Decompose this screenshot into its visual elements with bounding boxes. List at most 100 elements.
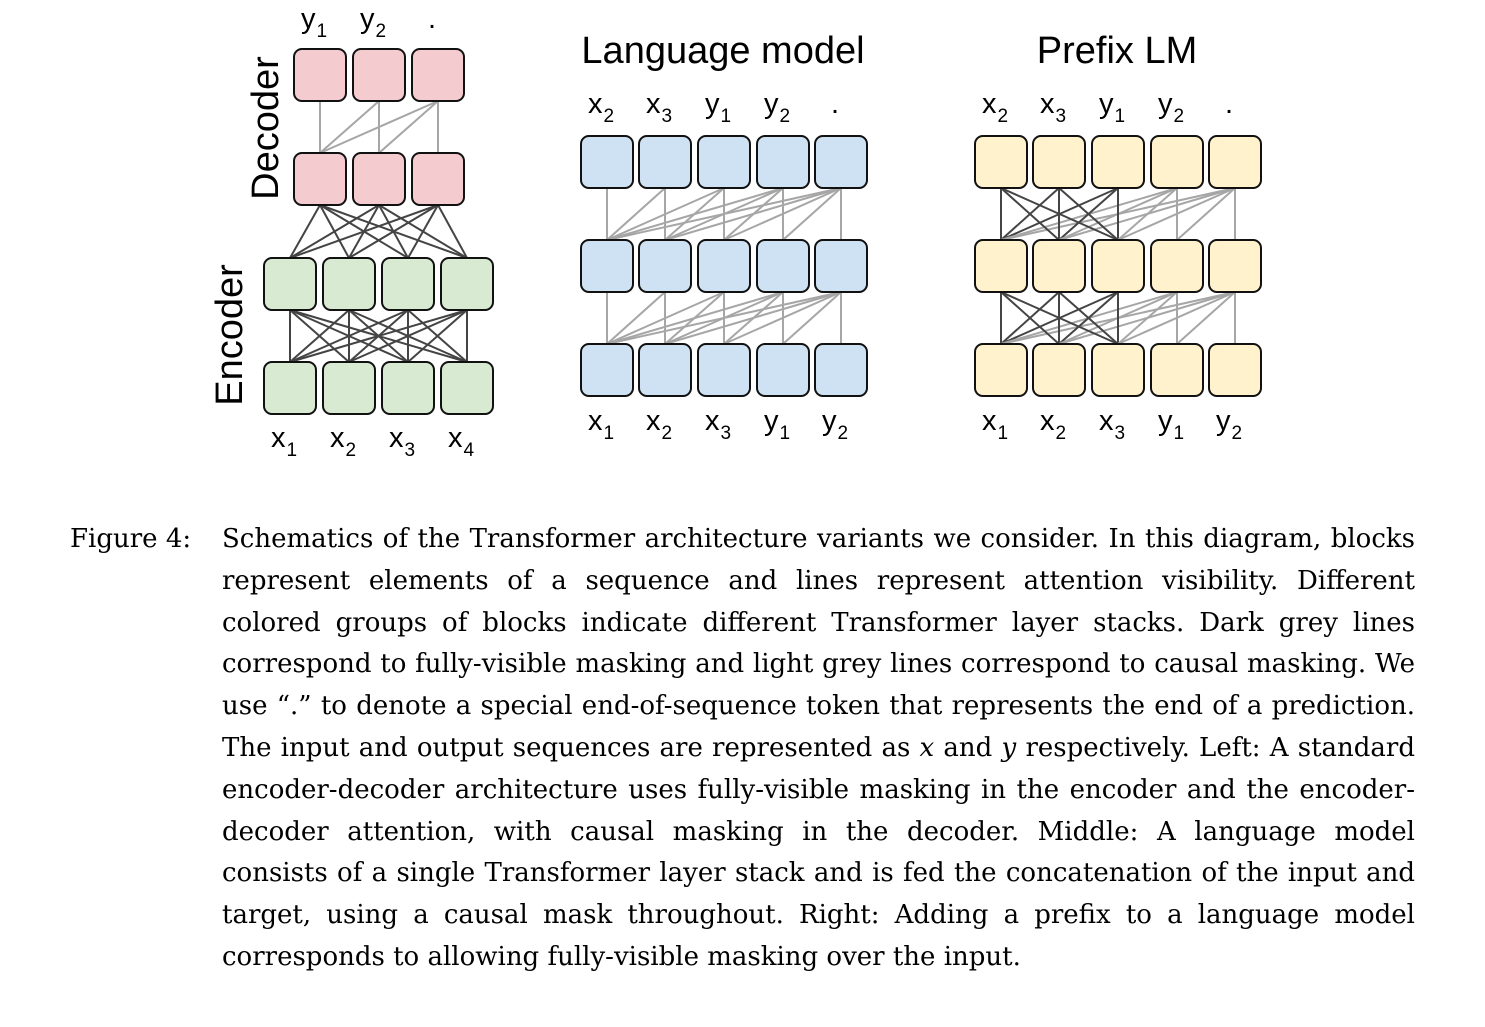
decoder-attention-line — [378, 100, 439, 154]
prefix-lm-output-token: . — [1225, 88, 1233, 120]
encoder-input-token: x3 — [389, 422, 415, 461]
language-model-input-token: x2 — [646, 405, 672, 444]
language-model-input-token: x1 — [588, 405, 614, 444]
prefix-attention-line — [1000, 291, 1060, 345]
causal-attention-line — [1176, 291, 1236, 345]
encoder-input-token: x4 — [448, 422, 475, 461]
prefix-lm-input-token: y2 — [1216, 405, 1242, 444]
causal-attention-line — [723, 291, 784, 345]
prefix-lm-block — [1150, 343, 1204, 397]
encoder-block — [440, 257, 494, 311]
encdec-attention-line — [437, 204, 468, 259]
language-model-title: Language model — [581, 30, 864, 72]
encoder-attention-line — [289, 309, 350, 363]
language-model-output-token: . — [831, 88, 839, 120]
causal-attention-line — [1117, 291, 1178, 345]
encdec-attention-line — [319, 204, 409, 259]
prefix-attention-line — [1000, 291, 1119, 345]
encoder-block — [381, 361, 435, 415]
causal-attention-line — [664, 291, 725, 345]
prefix-lm-block — [974, 343, 1028, 397]
encoder-attention-line — [348, 309, 468, 363]
decoder-block — [293, 152, 347, 206]
prefix-attention-line — [1058, 291, 1119, 345]
language-model-block — [814, 343, 868, 397]
causal-attention-line — [606, 187, 666, 241]
causal-attention-line — [606, 291, 666, 345]
caption-text: and — [934, 732, 1002, 763]
prefix-lm-output-token: y1 — [1099, 88, 1125, 127]
attention-lines — [289, 100, 1236, 363]
causal-attention-line — [1117, 187, 1178, 241]
encoder-attention-line — [289, 309, 468, 363]
language-model-input-token: y1 — [764, 405, 790, 444]
decoder-output-token: y2 — [360, 3, 386, 42]
language-model-block — [580, 343, 634, 397]
decoder-block — [352, 152, 406, 206]
prefix-lm-output-token: x3 — [1040, 88, 1066, 127]
prefix-lm-input-token: x1 — [982, 405, 1008, 444]
figure-caption: Figure 4: Schematics of the Transformer … — [70, 519, 1415, 979]
decoder-stack-label: Decoder — [245, 56, 287, 200]
decoder-block — [293, 48, 347, 102]
decoder-block — [352, 48, 406, 102]
encdec-attention-line — [319, 204, 468, 259]
decoder-output-token: . — [428, 3, 436, 35]
language-model-input-token: y2 — [822, 405, 848, 444]
prefix-lm-block — [1208, 239, 1262, 293]
language-model-block — [638, 343, 692, 397]
prefix-lm-input-token: y1 — [1158, 405, 1184, 444]
language-model-output-token: y1 — [705, 88, 731, 127]
encoder-block — [381, 257, 435, 311]
prefix-lm-block — [1208, 135, 1262, 189]
language-model-block — [756, 343, 810, 397]
decoder-attention-line — [319, 100, 380, 154]
language-model-block — [580, 135, 634, 189]
encoder-block — [322, 257, 376, 311]
prefix-lm-block — [1091, 135, 1145, 189]
encoder-input-token: x2 — [330, 422, 356, 461]
encdec-attention-line — [289, 204, 321, 259]
encdec-attention-line — [319, 204, 350, 259]
prefix-attention-line — [1000, 187, 1060, 241]
caption-label: Figure 4: — [70, 524, 192, 554]
encoder-attention-line — [407, 309, 468, 363]
caption-text: respectively. Left: A standard encoder-d… — [222, 732, 1415, 972]
language-model-output-token: x2 — [588, 88, 614, 127]
language-model-block — [580, 239, 634, 293]
encoder-block — [322, 361, 376, 415]
language-model-block — [697, 135, 751, 189]
prefix-lm-block — [974, 239, 1028, 293]
language-model-block — [814, 135, 868, 189]
causal-attention-line — [1176, 187, 1236, 241]
encoder-block — [263, 257, 317, 311]
language-model-block — [814, 239, 868, 293]
prefix-attention-line — [1058, 187, 1119, 241]
sequence-blocks — [263, 48, 1262, 415]
language-model-block — [638, 135, 692, 189]
prefix-lm-block — [1091, 239, 1145, 293]
caption-var-y: y — [1001, 732, 1017, 763]
prefix-lm-input-token: x2 — [1040, 405, 1066, 444]
encdec-attention-line — [378, 204, 468, 259]
language-model-output-token: x3 — [646, 88, 672, 127]
causal-attention-line — [664, 187, 725, 241]
prefix-attention-line — [1000, 187, 1119, 241]
prefix-lm-block — [1208, 343, 1262, 397]
encoder-attention-line — [289, 309, 409, 363]
encoder-stack-label: Encoder — [209, 264, 251, 406]
prefix-lm-output-token: x2 — [982, 88, 1008, 127]
encoder-block — [263, 361, 317, 415]
caption-body: Schematics of the Transformer architectu… — [222, 519, 1415, 979]
language-model-output-token: y2 — [764, 88, 790, 127]
prefix-lm-block — [1032, 343, 1086, 397]
causal-attention-line — [723, 187, 784, 241]
prefix-lm-input-token: x3 — [1099, 405, 1125, 444]
encoder-input-token: x1 — [271, 422, 297, 461]
prefix-lm-output-token: y2 — [1158, 88, 1184, 127]
language-model-block — [638, 239, 692, 293]
causal-attention-line — [782, 187, 842, 241]
language-model-block — [697, 343, 751, 397]
